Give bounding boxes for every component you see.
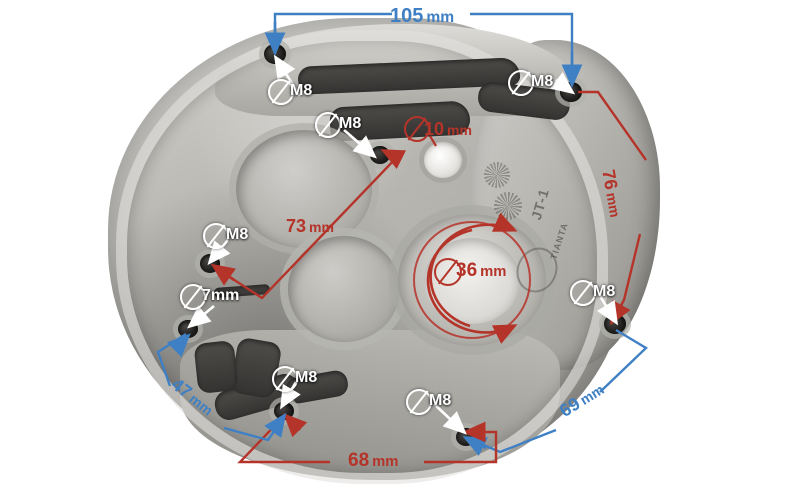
diameter-symbol-icon — [203, 223, 229, 249]
diameter-symbol-10mm — [404, 116, 430, 142]
diameter-symbol-36mm — [434, 258, 462, 286]
callout-m8-bottom-right: M8 — [429, 392, 452, 409]
dimension-line-73mm — [210, 148, 407, 300]
middle-circular-boss — [288, 236, 400, 342]
callout-m8-top-mid: M8 — [339, 115, 362, 132]
callout-m8-top-right: M8 — [531, 73, 554, 90]
diameter-symbol-icon — [570, 280, 596, 306]
diameter-indicator-36mm — [413, 212, 531, 344]
dimension-line-47mm — [156, 332, 287, 442]
diameter-symbol-icon — [508, 70, 534, 96]
upper-circular-pocket — [236, 130, 372, 248]
callout-m8-bottom-left: M8 — [295, 369, 318, 386]
dimension-label-7mm: 7mm — [202, 287, 240, 304]
diameter-symbol-icon — [272, 366, 298, 392]
cast-fan-emblem — [484, 162, 510, 188]
callout-leaders — [187, 54, 619, 435]
dimension-line-69mm — [462, 328, 648, 457]
callout-m8-left: M8 — [226, 226, 249, 243]
diameter-symbol-icon — [406, 389, 432, 415]
callout-m8-top-left: M8 — [290, 82, 313, 99]
leader-10mm — [429, 135, 437, 147]
dimension-line-105mm — [264, 12, 583, 88]
diameter-symbol-7mm — [180, 284, 206, 310]
shaft-hole — [424, 142, 462, 178]
casting-outer-rim — [116, 30, 608, 484]
callout-m8-right: M8 — [593, 283, 616, 300]
diameter-symbol-icon — [268, 79, 294, 105]
diameter-symbol-icon — [315, 112, 341, 138]
